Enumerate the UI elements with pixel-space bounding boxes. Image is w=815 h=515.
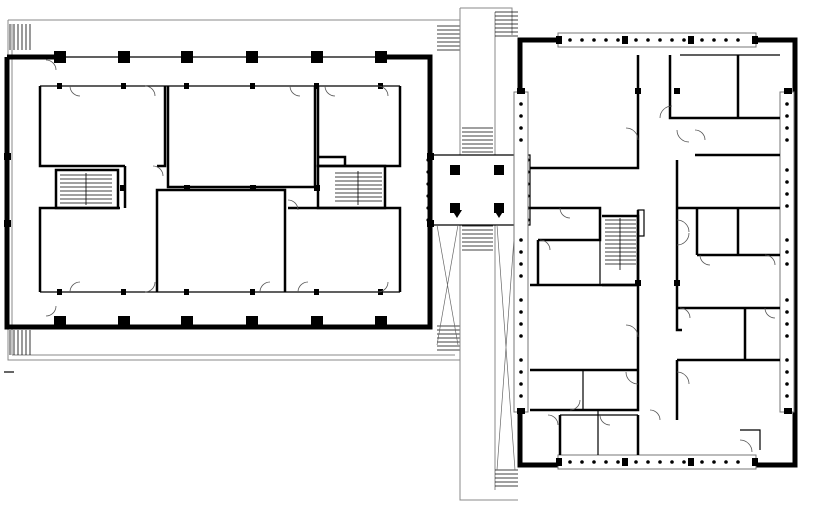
- left-wing-door-swings: [45, 59, 389, 317]
- connector-stair-north: [462, 11, 518, 153]
- left-wing: [4, 19, 460, 361]
- right-wing-stair-core: [602, 214, 640, 287]
- right-wing-lift: [637, 209, 645, 237]
- right-wing-minor-partitions: [560, 54, 780, 455]
- left-wing-stair-east-treads: [335, 171, 382, 205]
- central-hall-columns: [450, 165, 504, 213]
- right-wing-corridor-walls: [530, 55, 682, 420]
- left-wing-exterior-wall: [4, 54, 433, 330]
- entrance-arrow-east: [494, 210, 504, 218]
- right-wing-colonnade-dots: [519, 38, 789, 464]
- left-wing-stair-west-treads: [60, 173, 112, 205]
- left-wing-steps-west: [9, 24, 31, 355]
- left-wing-pillars-south: [54, 316, 387, 328]
- entrance-arrow-west: [452, 210, 462, 218]
- connector-outline: [459, 7, 518, 501]
- left-wing-rooms-south: [38, 188, 402, 292]
- left-wing-rooms-north: [38, 86, 402, 189]
- left-wing-stair-core-east: [316, 155, 387, 210]
- left-wing-side-posts: [4, 153, 434, 227]
- left-wing-pillars-north: [54, 51, 387, 63]
- connector-glass-panels: [436, 224, 516, 471]
- right-wing-door-swings: [539, 105, 776, 453]
- right-wing-stair-treads: [605, 218, 636, 270]
- left-wing-terrace-outline: [7, 19, 460, 361]
- right-wing-wall-posts: [517, 36, 792, 466]
- central-hall: [430, 154, 531, 226]
- connector-stair-south: [462, 225, 518, 487]
- right-wing: [513, 32, 798, 470]
- right-wing-vestibule: [740, 429, 761, 450]
- right-wing-exterior-wall: [517, 37, 798, 468]
- left-wing-steps-east: [437, 25, 460, 351]
- right-wing-east-rooms: [558, 55, 780, 455]
